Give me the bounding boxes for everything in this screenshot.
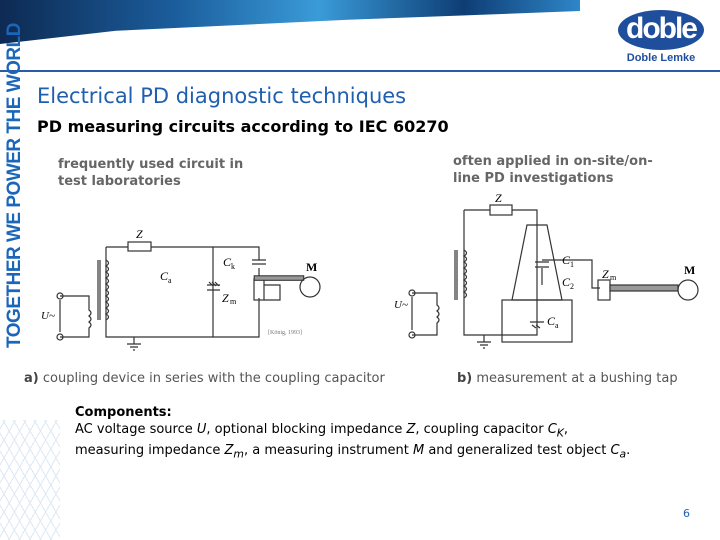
svg-text:m: m xyxy=(610,273,617,282)
page-number: 6 xyxy=(683,507,690,520)
svg-text:1: 1 xyxy=(570,260,574,269)
svg-text:a: a xyxy=(168,276,172,285)
decorative-pattern xyxy=(0,420,60,540)
svg-text:C: C xyxy=(160,269,169,283)
svg-text:U~: U~ xyxy=(394,299,408,311)
svg-text:M: M xyxy=(306,260,317,274)
label-z: Z xyxy=(136,227,143,241)
svg-text:C: C xyxy=(223,255,232,269)
circuit-diagram-b: Z C 1 C 2 C a Z m M U~ xyxy=(394,191,699,349)
svg-text:k: k xyxy=(231,262,235,271)
tagline: TOGETHER WE POWER THE WORLD xyxy=(4,23,25,348)
doble-logo: doble Doble Lemke xyxy=(615,10,707,66)
components-text: Components: AC voltage source U, optiona… xyxy=(75,405,631,461)
svg-text:C: C xyxy=(547,314,556,328)
svg-text:a: a xyxy=(555,321,559,330)
right-heading: often applied in on-site/on-line PD inve… xyxy=(453,154,653,186)
caption-a: a) coupling device in series with the co… xyxy=(24,371,385,386)
header-banner xyxy=(0,0,580,44)
slide-title: Electrical PD diagnostic techniques xyxy=(37,84,407,108)
svg-text:2: 2 xyxy=(570,282,574,291)
header-divider xyxy=(0,70,720,72)
caption-b: b) measurement at a bushing tap xyxy=(457,371,678,386)
svg-text:U~: U~ xyxy=(41,310,55,322)
slide-subtitle: PD measuring circuits according to IEC 6… xyxy=(37,117,449,136)
svg-text:Z: Z xyxy=(602,267,609,281)
svg-text:C: C xyxy=(562,253,571,267)
svg-text:Z: Z xyxy=(495,191,502,205)
circuit-diagram-a: Z C a C k Z m M U~ [König, 1993] xyxy=(41,227,321,351)
svg-text:m: m xyxy=(230,297,237,306)
svg-text:Z: Z xyxy=(222,291,229,305)
citation: [König, 1993] xyxy=(268,330,302,336)
svg-text:M: M xyxy=(684,263,695,277)
svg-text:C: C xyxy=(562,275,571,289)
